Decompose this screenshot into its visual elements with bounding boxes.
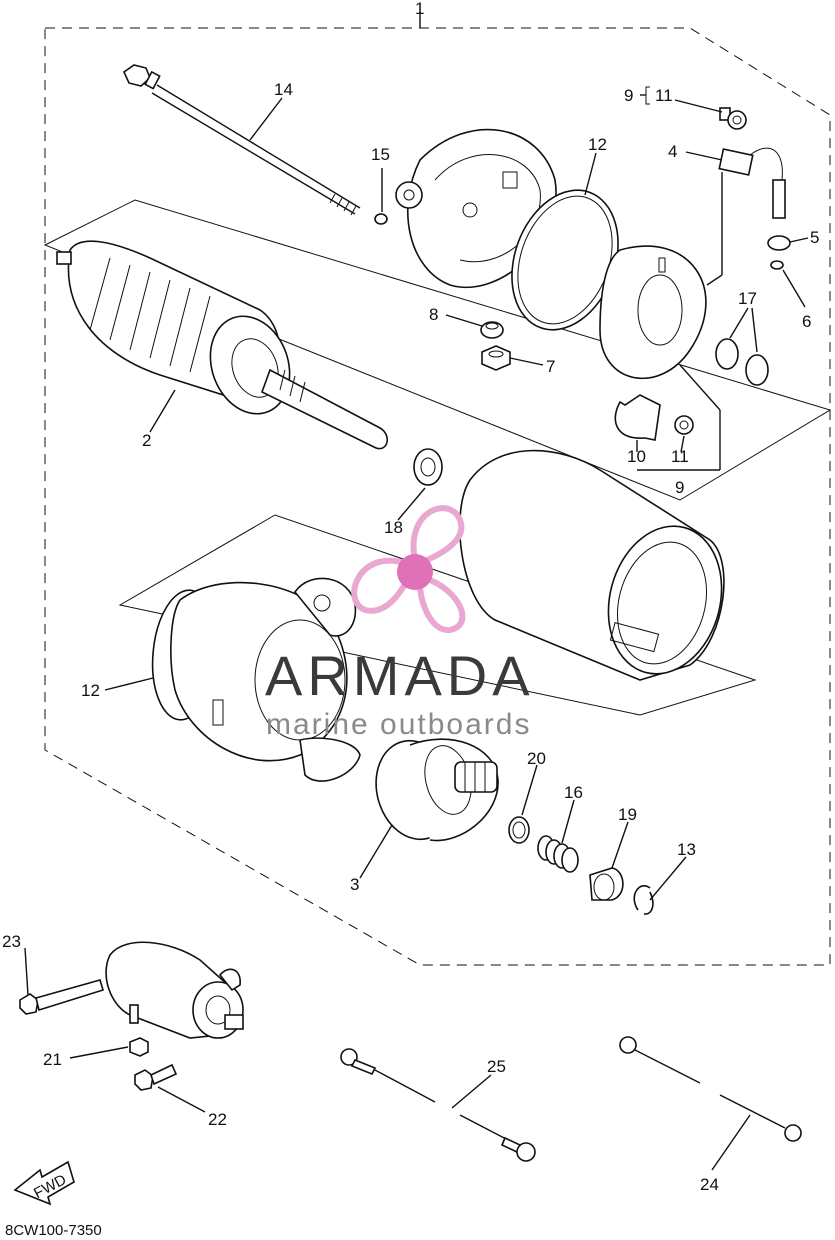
callout-6: 6: [802, 312, 811, 331]
callout-10: 10: [627, 447, 646, 466]
drawing-code: 8CW100-7350: [5, 1222, 102, 1239]
callout-12-upper: 12: [588, 135, 607, 154]
callout-24: 24: [700, 1175, 719, 1194]
front-bracket: [170, 577, 361, 782]
callout-18: 18: [384, 518, 403, 537]
callout-17: 17: [738, 289, 757, 308]
brand-tagline: marine outboards: [266, 708, 531, 741]
battery-cable-25: [340, 1048, 536, 1162]
callout-8: 8: [429, 305, 438, 324]
nut-21: [129, 1037, 149, 1057]
callout-15: 15: [371, 145, 390, 164]
washer-5: [767, 235, 791, 251]
callout-25: 25: [487, 1057, 506, 1076]
callout-1: 1: [415, 0, 424, 18]
starter-motor-assembly: [105, 941, 244, 1039]
nut-8: [480, 321, 504, 339]
callout-2: 2: [142, 431, 151, 450]
callout-4: 4: [668, 142, 677, 161]
washer-18: [413, 448, 443, 486]
washer-17b: [745, 354, 769, 386]
callout-9-top: 9: [624, 86, 633, 105]
armada-logo: ARMADA marine outboards: [265, 505, 535, 741]
assembly-plane-upper: [43, 199, 832, 501]
brand-name: ARMADA: [265, 644, 535, 707]
callout-11-lower: 11: [671, 447, 689, 466]
brush-holder-plate: [599, 245, 707, 380]
callout-23: 23: [2, 932, 21, 951]
bolt-22: [134, 1063, 178, 1091]
callout-21: 21: [43, 1050, 62, 1069]
leader-lines: [24, 94, 809, 1171]
brush-and-spring: [614, 394, 694, 441]
brush-lead: [718, 147, 786, 219]
callout-labels: 1 14 15 12 9 11 4 5 6 17 8 7 2 10 11 9 1…: [2, 0, 819, 1194]
bolt-23: [19, 979, 104, 1015]
callout-19: 19: [618, 805, 637, 824]
washer-6: [770, 260, 784, 270]
callout-7: 7: [546, 357, 555, 376]
callout-11-top: 11: [655, 86, 673, 105]
washer-17a: [715, 338, 739, 370]
callout-22: 22: [208, 1110, 227, 1129]
armature: [56, 240, 388, 450]
fwd-arrow-icon: [13, 1160, 75, 1206]
callout-16: 16: [564, 783, 583, 802]
callout-9-lower: 9: [675, 478, 684, 497]
assembly-boundary: [44, 27, 831, 966]
o-ring: [374, 213, 388, 225]
callout-20: 20: [527, 749, 546, 768]
ground-cable-24: [619, 1036, 802, 1142]
callout-3: 3: [350, 875, 359, 894]
callout-14: 14: [274, 80, 293, 99]
spring: [537, 835, 579, 873]
circlip: [633, 885, 654, 915]
collar: [589, 867, 624, 901]
screw-top: [719, 107, 747, 130]
callout-13: 13: [677, 840, 696, 859]
callout-5: 5: [810, 228, 819, 247]
callout-12-lower: 12: [81, 681, 100, 700]
ring-20: [508, 816, 530, 844]
propeller-icon: [351, 505, 466, 633]
yoke: [459, 449, 725, 681]
assembly-plane-lower: [118, 514, 757, 716]
pinion-clutch: [375, 738, 499, 842]
nut-7: [481, 345, 511, 371]
through-bolt: [122, 64, 361, 216]
